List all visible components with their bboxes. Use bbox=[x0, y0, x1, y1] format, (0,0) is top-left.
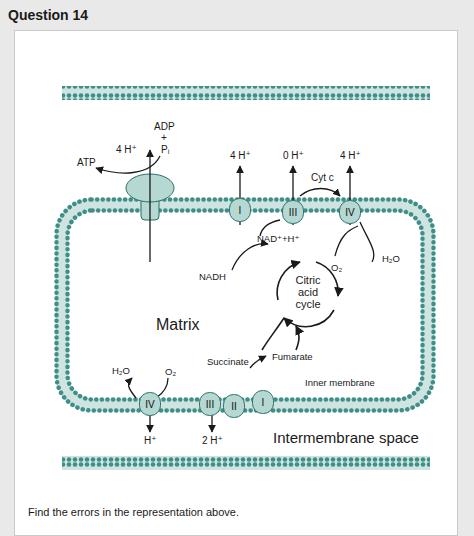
complex-number: I bbox=[252, 397, 274, 408]
inner-membrane-beads bbox=[68, 211, 423, 400]
molecule-label: H₂O bbox=[382, 254, 400, 265]
reactant-label: ADP bbox=[154, 121, 175, 133]
proton-pump-arrows bbox=[129, 166, 374, 432]
cycle-label: Citric acid cycle bbox=[285, 274, 331, 310]
complex-number: I bbox=[229, 205, 251, 216]
proton-label: 4 H⁺ bbox=[116, 144, 137, 156]
product-label: ATP bbox=[77, 157, 96, 169]
metabolite-label: Fumarate bbox=[272, 352, 313, 363]
proton-label: 4 H⁺ bbox=[340, 150, 361, 162]
proton-label: H⁺ bbox=[144, 435, 157, 447]
inner-membrane-beads bbox=[57, 200, 434, 411]
membrane-label: Inner membrane bbox=[305, 378, 375, 389]
complex-number: III bbox=[282, 207, 304, 218]
complex-number: IV bbox=[139, 399, 161, 410]
respiratory-complex: I bbox=[252, 390, 274, 414]
outer-membrane bbox=[62, 456, 430, 470]
respiratory-complex: III bbox=[199, 392, 221, 416]
reactant-label: Pᵢ bbox=[161, 144, 169, 156]
respiratory-complex: IV bbox=[139, 392, 161, 416]
respiratory-complex: III bbox=[282, 200, 304, 224]
question-caption: Find the errors in the representation ab… bbox=[28, 506, 239, 519]
complex-number: II bbox=[223, 401, 245, 412]
outer-membrane bbox=[62, 86, 430, 100]
complex-number: III bbox=[199, 399, 221, 410]
respiratory-complex: I bbox=[229, 198, 251, 222]
cofactor-label: NADH bbox=[199, 272, 226, 283]
atp-synthase bbox=[96, 150, 174, 262]
region-label: Intermembrane space bbox=[273, 429, 419, 446]
cytochrome-label: Cyt c bbox=[311, 172, 334, 184]
respiratory-complex: IV bbox=[339, 200, 361, 224]
molecule-label: O₂ bbox=[165, 367, 176, 378]
plus-sign: + bbox=[161, 132, 167, 144]
complex-number: IV bbox=[339, 207, 361, 218]
proton-label: 0 H⁺ bbox=[283, 150, 304, 162]
inner-membrane bbox=[62, 205, 428, 405]
molecule-label: H₂O bbox=[112, 366, 130, 377]
proton-label: 2 H⁺ bbox=[202, 435, 223, 447]
citric-acid-cycle bbox=[262, 262, 338, 350]
cofactor-label: NAD⁺+H⁺ bbox=[257, 234, 300, 245]
molecule-label: O₂ bbox=[331, 263, 342, 274]
respiratory-complex: II bbox=[223, 394, 245, 418]
question-title: Question 14 bbox=[8, 7, 88, 23]
region-label: Matrix bbox=[156, 316, 200, 334]
proton-label: 4 H⁺ bbox=[230, 150, 251, 162]
metabolite-label: Succinate bbox=[207, 357, 249, 368]
